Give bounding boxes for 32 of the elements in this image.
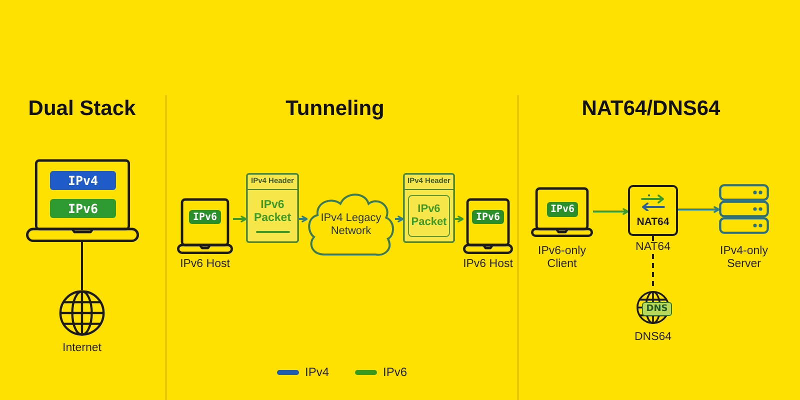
protocol-badge: IPv6 [472, 210, 504, 224]
arrow [233, 216, 247, 222]
arrow [678, 206, 720, 213]
payload-box: IPv6 Packet [408, 195, 450, 237]
protocol-badge: IPv6 [547, 202, 578, 217]
protocol-badge: IPv6 [50, 199, 116, 218]
laptop-icon [531, 187, 593, 237]
arrow [299, 216, 308, 222]
protocol-badge: IPv4 [50, 171, 116, 190]
globe-icon [636, 290, 670, 325]
section-heading: Tunneling [286, 96, 384, 121]
server-icon [719, 184, 769, 234]
arrow [455, 216, 464, 222]
laptop-icon [177, 198, 233, 254]
box-label: NAT64 [636, 216, 670, 228]
laptop-icon [463, 198, 513, 254]
section-heading: Dual Stack [28, 96, 136, 121]
packet-box [403, 173, 455, 243]
gateway-box [628, 185, 678, 236]
legend-label: IPv6 [383, 365, 408, 380]
section-heading: NAT64/DNS64 [582, 96, 720, 121]
cloud-label: IPv4 Legacy Network [320, 212, 382, 238]
globe-icon [59, 290, 105, 336]
arrow [593, 208, 629, 215]
arrow [395, 216, 404, 222]
legend-label: IPv4 [305, 365, 330, 380]
dns-badge: DNS [642, 302, 672, 316]
protocol-badge: IPv6 [189, 210, 221, 224]
packet-box [246, 173, 299, 243]
connector-line [81, 242, 83, 290]
packet-label: IPv6 Packet [252, 199, 292, 225]
laptop-icon [26, 159, 139, 242]
